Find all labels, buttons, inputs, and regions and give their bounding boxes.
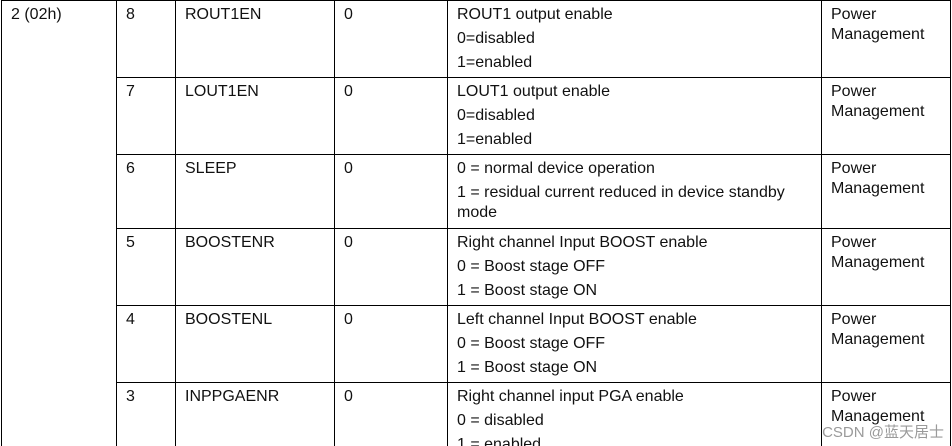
description-line: Right channel input PGA enable [457, 388, 684, 405]
bit-number: 7 [126, 83, 135, 100]
description-line: 0=disabled [457, 30, 535, 47]
bit-number-cell: 3 [116, 382, 176, 446]
default-value-cell: 0 [334, 228, 448, 306]
description-cell: Right channel input PGA enable 0 = disabl… [447, 382, 822, 446]
description-cell: Right channel Input BOOST enable 0 = Boos… [447, 228, 822, 306]
bit-number: 5 [126, 234, 135, 251]
bit-number-cell: 7 [116, 77, 176, 155]
bit-number-cell: 8 [116, 0, 176, 78]
function-line: Power [831, 6, 877, 23]
function-line: Power [831, 160, 877, 177]
bit-number-cell: 4 [116, 305, 176, 383]
function-line: Management [831, 26, 925, 43]
description-line: 0 = normal device operation [457, 160, 655, 177]
default-value: 0 [344, 311, 353, 328]
function-line: Management [831, 103, 925, 120]
table-row: 5 BOOSTENR 0 Right channel Input BOOST enab… [2, 228, 951, 306]
default-value: 0 [344, 83, 353, 100]
function-line: Power [831, 311, 877, 328]
default-value: 0 [344, 6, 353, 23]
function-line: Management [831, 408, 925, 425]
description-cell: 0 = normal device operation 1 = residual … [447, 154, 822, 229]
bit-label: ROUT1EN [185, 6, 262, 23]
table-row: 6 SLEEP 0 0 = normal device operation 1 = re… [2, 154, 951, 229]
description-line: 0 = disabled [457, 412, 544, 429]
description-line: 1 = Boost stage ON [457, 359, 598, 376]
description-line: ROUT1 output enable [457, 6, 613, 23]
default-value-cell: 0 [334, 0, 448, 78]
default-value: 0 [344, 388, 353, 405]
bit-label-cell: SLEEP [175, 154, 335, 229]
description-cell: ROUT1 output enable 0=disabled 1=enabled [447, 0, 822, 78]
bit-label: LOUT1EN [185, 83, 259, 100]
description-line: Left channel Input BOOST enable [457, 311, 697, 328]
description-line: 1 = Boost stage ON [457, 282, 598, 299]
bit-label: BOOSTENR [185, 234, 275, 251]
bit-label-cell: BOOSTENR [175, 228, 335, 306]
description-line: 0 = Boost stage OFF [457, 258, 606, 275]
default-value-cell: 0 [334, 154, 448, 229]
description-cell: LOUT1 output enable 0=disabled 1=enabled [447, 77, 822, 155]
bit-label-cell: INPPGAENR [175, 382, 335, 446]
description-line: Right channel Input BOOST enable [457, 234, 708, 251]
bit-label: INPPGAENR [185, 388, 280, 405]
bit-number-cell: 5 [116, 228, 176, 306]
register-address-cell: 2 (02h) [1, 0, 117, 446]
function-line: Management [831, 331, 925, 348]
register-address: 2 (02h) [11, 6, 62, 23]
function-line: Management [831, 180, 925, 197]
description-line: 1 = residual current reduced in device s… [457, 184, 785, 221]
default-value-cell: 0 [334, 382, 448, 446]
bit-number-cell: 6 [116, 154, 176, 229]
function-line: Power [831, 388, 877, 405]
description-line: 1=enabled [457, 54, 533, 71]
bit-number: 3 [126, 388, 135, 405]
description-line: LOUT1 output enable [457, 83, 610, 100]
description-line: 1=enabled [457, 131, 533, 148]
description-cell: Left channel Input BOOST enable 0 = Boost… [447, 305, 822, 383]
bit-number: 6 [126, 160, 135, 177]
description-line: 0 = Boost stage OFF [457, 335, 606, 352]
table-row: 4 BOOSTENL 0 Left channel Input BOOST enabl… [2, 305, 951, 383]
watermark: CSDN @蓝天居士 [822, 424, 944, 441]
bit-label: SLEEP [185, 160, 237, 177]
bit-label-cell: BOOSTENL [175, 305, 335, 383]
bit-label-cell: ROUT1EN [175, 0, 335, 78]
function-line: Power [831, 83, 877, 100]
default-value-cell: 0 [334, 77, 448, 155]
bit-label: BOOSTENL [185, 311, 273, 328]
function-line: Management [831, 254, 925, 271]
default-value: 0 [344, 160, 353, 177]
bit-label-cell: LOUT1EN [175, 77, 335, 155]
table-row: 3 INPPGAENR 0 Right channel input PGA enabl… [2, 382, 951, 446]
function-line: Power [831, 234, 877, 251]
bit-number: 8 [126, 6, 135, 23]
default-value-cell: 0 [334, 305, 448, 383]
default-value: 0 [344, 234, 353, 251]
table-row: 7 LOUT1EN 0 LOUT1 output enable 0=disabled 1=… [2, 77, 951, 155]
description-line: 1 = enabled [457, 436, 542, 446]
description-line: 0=disabled [457, 107, 535, 124]
bit-number: 4 [126, 311, 135, 328]
